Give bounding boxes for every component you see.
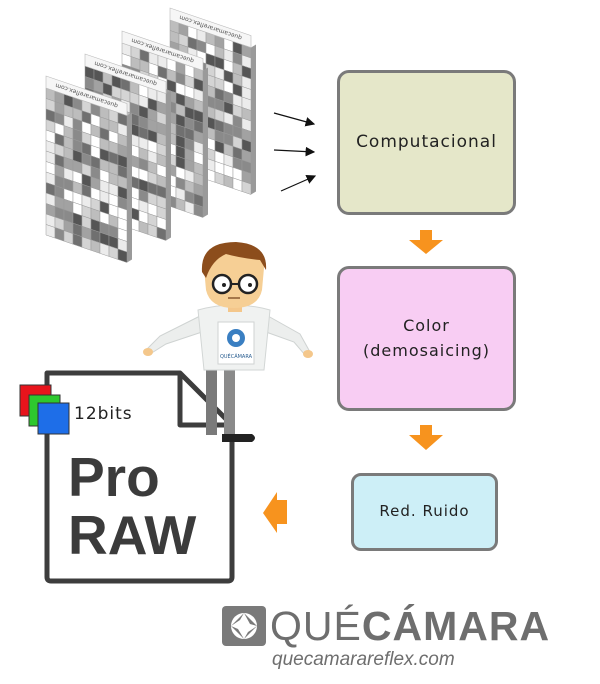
mascot-character: QUÉCÁMARA [143,242,313,442]
flow-arrow-down-2 [409,425,443,450]
file-label-raw: RAW [68,504,197,566]
flow-arrow-left [263,492,287,533]
aperture-logo-icon [222,606,266,646]
brand-name-bold: CÁMARA [361,603,551,649]
file-bit-depth: 12bits [74,404,133,424]
process-box-computacional: Computacional [337,70,516,215]
process-box-ruido: Red. Ruido [351,473,498,551]
mascot-badge-text: QUÉCÁMARA [220,352,253,360]
process-label-computacional: Computacional [356,132,497,153]
rgb-blue-square [37,402,70,435]
proraw-file-icon [19,370,235,584]
process-box-color: Color (demosaicing) [337,266,516,411]
process-label-ruido: Red. Ruido [379,502,470,521]
sensor-frames: quecamarareflex.comquecamarareflex.comqu… [45,7,256,263]
brand-url: quecamarareflex.com [272,649,455,670]
sensor-frame-4: quecamarareflex.com [45,75,132,263]
brand-name-light: QUÉ [270,603,362,649]
file-label-pro: Pro [68,446,160,508]
process-label-color: Color (demosaicing) [363,315,490,360]
brand-name: QUÉCÁMARA [270,606,550,647]
flow-arrow-down-1 [409,230,443,254]
